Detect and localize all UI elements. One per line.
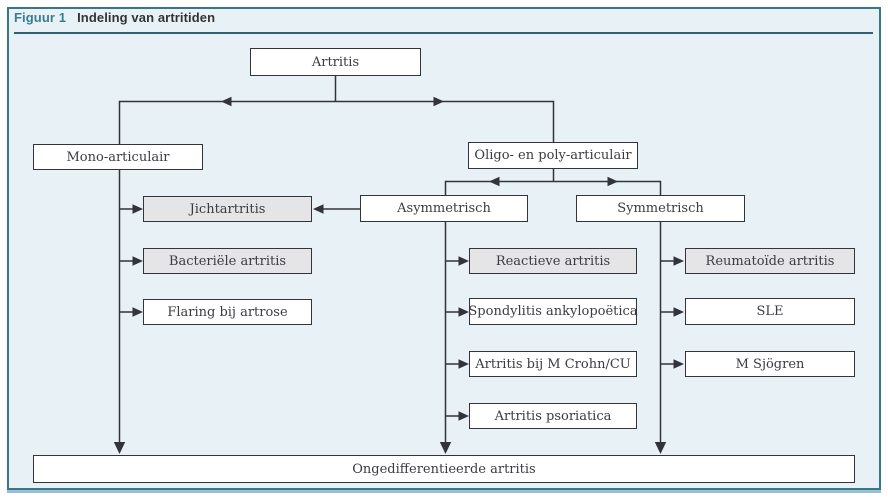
node-jichtartritis: Jichtartritis xyxy=(143,196,312,222)
node-asymmetrisch: Asymmetrisch xyxy=(360,195,528,222)
node-flaring-bij-artrose: Flaring bij artrose xyxy=(143,299,312,325)
node-artritis: Artritis xyxy=(250,48,421,76)
node-bacteriele-artritis: Bacteriële artritis xyxy=(143,248,312,274)
node-artritis-bij-m-crohn-cu: Artritis bij M Crohn/CU xyxy=(469,351,637,377)
node-reactieve-artritis: Reactieve artritis xyxy=(469,248,637,274)
node-m-sjogren: M Sjögren xyxy=(685,351,855,377)
figure-number-label: Figuur 1 xyxy=(14,10,67,25)
figure-caption: Figuur 1 Indeling van artritiden xyxy=(14,10,215,25)
node-oligo-poly-articulair: Oligo- en poly-articulair xyxy=(468,142,638,169)
node-sle: SLE xyxy=(685,298,855,325)
figure-title: Indeling van artritiden xyxy=(77,10,216,25)
node-mono-articulair: Mono-articulair xyxy=(33,144,203,170)
node-symmetrisch: Symmetrisch xyxy=(576,195,745,222)
node-artritis-psoriatica: Artritis psoriatica xyxy=(469,403,637,429)
caption-divider xyxy=(14,32,873,34)
node-spondylitis-ankylopoetica: Spondylitis ankylopoëtica xyxy=(468,298,638,325)
node-reumatoide-artritis: Reumatoïde artritis xyxy=(685,248,855,274)
node-ongedifferentieerde-artritis: Ongedifferentieerde artritis xyxy=(33,455,855,483)
